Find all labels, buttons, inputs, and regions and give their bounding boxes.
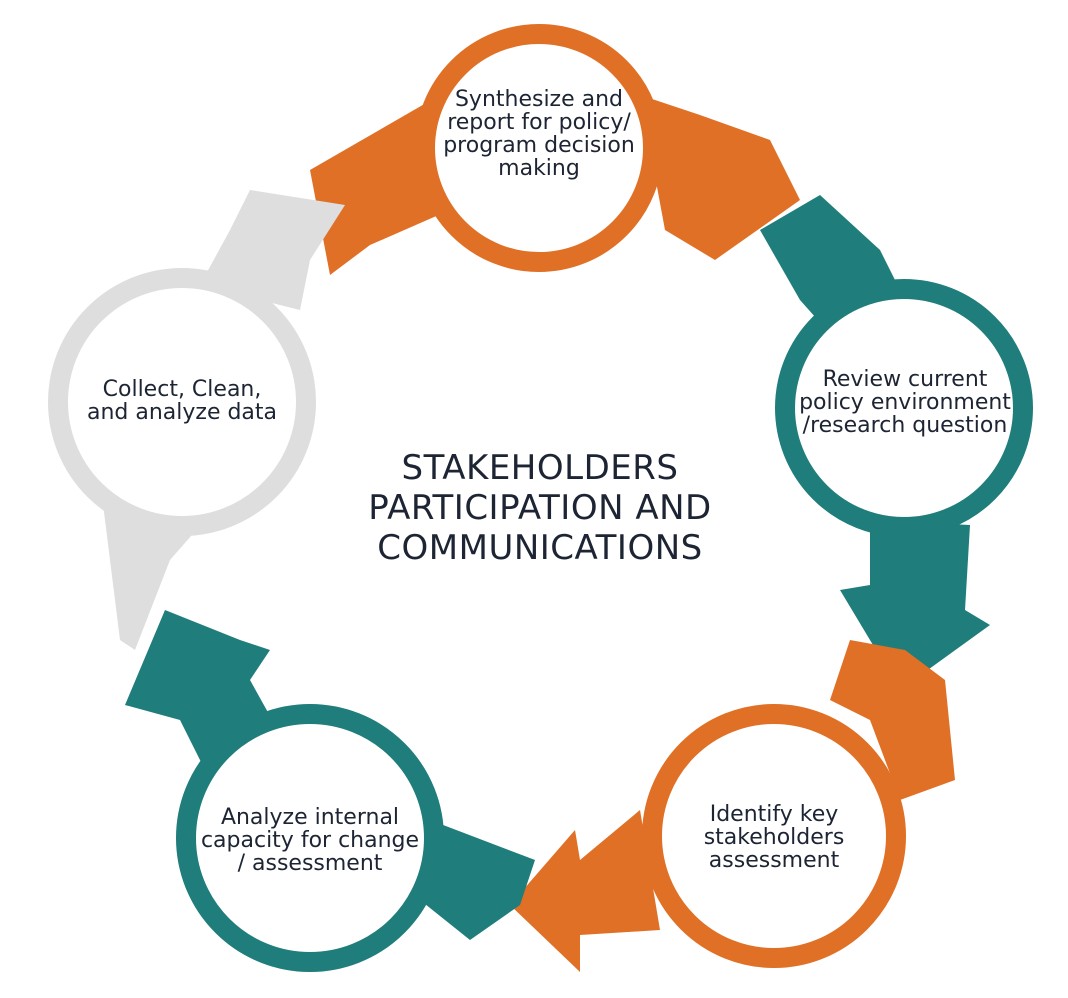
step-line: Collect, Clean,: [102, 377, 262, 402]
step-line: Identify key: [709, 802, 839, 827]
arrow-synthesize-to-review: [640, 95, 800, 260]
arrow-into-identify: [830, 640, 955, 800]
step-line: / assessment: [237, 851, 383, 876]
step-circles: [48, 24, 1033, 972]
step-label-review: Review current policy environment /resea…: [770, 368, 1040, 437]
arrow-collect-to-synthesize: [310, 95, 450, 275]
step-label-identify: Identify key stakeholders assessment: [659, 803, 889, 872]
step-line: policy environment: [799, 390, 1011, 415]
step-line: capacity for change: [200, 828, 420, 853]
step-line: Synthesize and: [454, 87, 624, 112]
step-label-collect: Collect, Clean, and analyze data: [62, 378, 302, 424]
center-title-line: PARTICIPATION AND: [368, 488, 712, 528]
step-label-analyze: Analyze internal capacity for change / a…: [180, 806, 440, 875]
step-line: assessment: [708, 848, 840, 873]
center-title-line: COMMUNICATIONS: [377, 528, 703, 568]
step-line: and analyze data: [86, 400, 278, 425]
arrow-identify-to-analyze: [510, 810, 660, 972]
step-circle-analyze: [176, 704, 444, 972]
center-title: STAKEHOLDERS PARTICIPATION AND COMMUNICA…: [330, 448, 750, 568]
step-line: stakeholders: [703, 825, 845, 850]
arrow-into-analyze: [420, 820, 535, 940]
center-title-line: STAKEHOLDERS: [401, 448, 679, 488]
step-line: /research question: [802, 413, 1008, 438]
step-circle-identify: [642, 704, 906, 968]
step-line: program decision: [443, 133, 635, 158]
step-circle-synthesize: [415, 24, 663, 272]
step-label-synthesize: Synthesize and report for policy/ progra…: [414, 88, 664, 180]
step-line: Review current: [822, 367, 988, 392]
step-circle-review: [775, 279, 1033, 537]
step-line: report for policy/: [447, 110, 631, 135]
step-circle-collect: [48, 268, 316, 536]
step-line: Analyze internal: [220, 805, 400, 830]
step-line: making: [498, 156, 580, 181]
